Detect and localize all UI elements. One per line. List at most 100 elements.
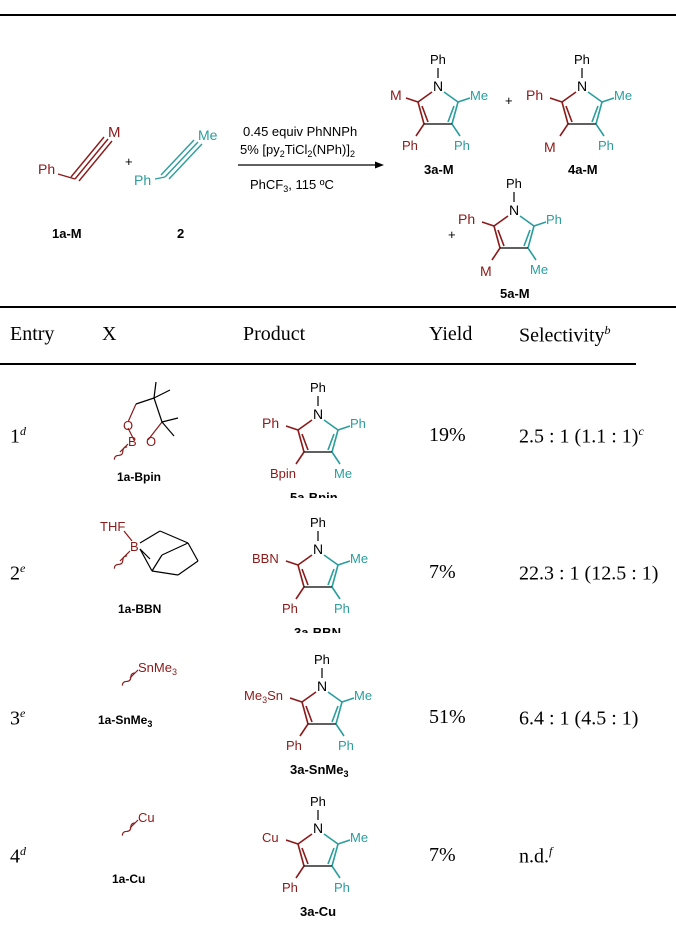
product-structure-3a-bbn: Ph N BBN Me Ph Ph 3a-BBN	[252, 515, 368, 633]
entry-cell: 2e	[10, 561, 26, 585]
svg-text:N: N	[313, 541, 323, 557]
svg-text:Ph: Ph	[310, 794, 326, 809]
svg-text:B: B	[130, 539, 139, 554]
x-label: 1a-Bpin	[117, 470, 161, 484]
x-structure-snme3: SnMe3 1a-SnMe3	[98, 660, 177, 729]
reactant-1a-M: M Ph 1a-M	[38, 124, 121, 241]
entry-cell: 3e	[10, 706, 26, 730]
p4-n-sub: Ph	[574, 52, 590, 67]
conditions-line2: 5% [py2TiCl2(NPh)]2	[240, 142, 355, 159]
p3-c2: M	[390, 87, 402, 103]
x-group: Cu	[138, 810, 155, 825]
svg-text:Me: Me	[354, 688, 372, 703]
svg-text:Ph: Ph	[282, 601, 298, 616]
svg-text:BBN: BBN	[252, 551, 279, 566]
svg-text:Cu: Cu	[262, 830, 279, 845]
svg-text:Ph: Ph	[314, 652, 330, 667]
product-label: 3a-Cu	[300, 904, 336, 919]
plus-sign-2: +	[505, 93, 513, 108]
p5-c5: Ph	[546, 212, 562, 227]
x-label: 1a-Cu	[112, 872, 145, 886]
svg-text:Ph: Ph	[282, 880, 298, 895]
p5-label: 5a-M	[500, 286, 530, 301]
table-row: 1d O O B 1a-Bpin Ph	[0, 378, 676, 518]
product-structure-3a-snme3: Ph N Me3Sn Me Ph Ph 3a-SnMe3	[244, 652, 372, 779]
product-label: 5a-Bpin	[290, 490, 338, 498]
reactant2-label: 2	[177, 226, 184, 241]
yield-cell: 19%	[429, 424, 466, 446]
reactant1-substituent: M	[108, 124, 121, 141]
x-label: 1a-BBN	[118, 602, 161, 616]
svg-text:Me: Me	[350, 830, 368, 845]
selectivity-cell: 2.5 : 1 (1.1 : 1)c	[519, 424, 644, 448]
svg-text:Ph: Ph	[286, 738, 302, 753]
x-group: SnMe3	[138, 660, 177, 677]
header-selectivity: Selectivityb	[519, 323, 611, 347]
p3-c4: Ph	[454, 138, 470, 153]
svg-text:Me: Me	[334, 466, 352, 481]
svg-text:N: N	[509, 202, 519, 218]
entry-cell: 4d	[10, 844, 26, 868]
table-row: 4d Cu 1a-Cu Ph N Cu Me Ph Ph 3a-Cu	[0, 790, 676, 930]
conditions-line1: 0.45 equiv PhNNPh	[243, 124, 357, 139]
product-4a-M: Ph N Ph Me M Ph 4a-M	[526, 52, 632, 177]
svg-text:N: N	[313, 406, 323, 422]
p4-c4: Ph	[598, 138, 614, 153]
x-structure-bpin: O O B 1a-Bpin	[113, 381, 179, 484]
p3-n-sub: Ph	[430, 52, 446, 67]
selectivity-cell: n.d.f	[519, 844, 553, 868]
yield-cell: 51%	[429, 706, 466, 728]
p5-c4: Me	[530, 262, 548, 277]
reactant2-substituent: Me	[198, 127, 218, 143]
product-structure-3a-cu: Ph N Cu Me Ph Ph 3a-Cu	[262, 794, 368, 919]
svg-text:O: O	[146, 434, 156, 449]
header-x: X	[102, 323, 117, 345]
p3-c3: Ph	[402, 138, 418, 153]
product-3a-M: Ph N M Me Ph Ph 3a-M	[390, 52, 488, 177]
x-label: 1a-SnMe3	[98, 713, 152, 729]
svg-text:Bpin: Bpin	[270, 466, 296, 481]
svg-text:Ph: Ph	[334, 601, 350, 616]
svg-text:N: N	[317, 678, 327, 694]
selectivity-cell: 22.3 : 1 (12.5 : 1)	[519, 562, 659, 585]
yield-cell: 7%	[429, 844, 456, 866]
reactant1-label: 1a-M	[52, 226, 82, 241]
plus-sign-3: +	[448, 227, 456, 242]
product-label: 3a-SnMe3	[290, 762, 348, 779]
x-structure-cu: Cu 1a-Cu	[112, 810, 155, 886]
svg-text:Ph: Ph	[350, 416, 366, 431]
svg-text:O: O	[123, 418, 133, 433]
svg-text:Ph: Ph	[338, 738, 354, 753]
table-row: 2e THF B 1a-BBN Ph	[0, 513, 676, 653]
svg-text:Me3Sn: Me3Sn	[244, 688, 283, 705]
x-group: THF	[100, 519, 125, 534]
svg-text:B: B	[128, 434, 137, 449]
svg-text:N: N	[577, 78, 587, 94]
table-row: 3e SnMe3 1a-SnMe3 Ph N Me3Sn Me Ph Ph 3a…	[0, 650, 676, 790]
conditions-line3: PhCF3, 115 ºC	[250, 177, 334, 194]
x-structure-bbn: THF B 1a-BBN	[100, 519, 199, 616]
reactant1-aryl: Ph	[38, 161, 55, 177]
p4-c2: Ph	[526, 87, 543, 103]
header-top-rule	[0, 306, 676, 308]
p4-label: 4a-M	[568, 162, 598, 177]
header-product: Product	[243, 323, 306, 345]
arrow-head-icon	[375, 161, 384, 169]
reaction-scheme: M Ph 1a-M + Me Ph 2 0.45 equiv PhNNPh 5%…	[38, 52, 632, 301]
p4-c5: Me	[614, 88, 632, 103]
p5-c2: Ph	[458, 211, 475, 227]
reaction-conditions: 0.45 equiv PhNNPh 5% [py2TiCl2(NPh)]2 Ph…	[238, 124, 384, 194]
product-structure-5a-bpin: Ph N Ph Ph Bpin Me 5a-Bpin	[262, 380, 366, 498]
header-bottom-rule	[0, 363, 636, 365]
p5-n-sub: Ph	[506, 176, 522, 191]
product-label: 3a-BBN	[294, 625, 341, 633]
p3-label: 3a-M	[424, 162, 454, 177]
p4-c3: M	[544, 139, 556, 155]
svg-text:Ph: Ph	[334, 880, 350, 895]
svg-text:Ph: Ph	[310, 380, 326, 395]
p3-c5: Me	[470, 88, 488, 103]
p5-c3: M	[480, 263, 492, 279]
product-5a-M: Ph N Ph Ph M Me 5a-M	[458, 176, 562, 301]
header-entry: Entry	[10, 323, 55, 345]
header-yield: Yield	[429, 323, 473, 345]
